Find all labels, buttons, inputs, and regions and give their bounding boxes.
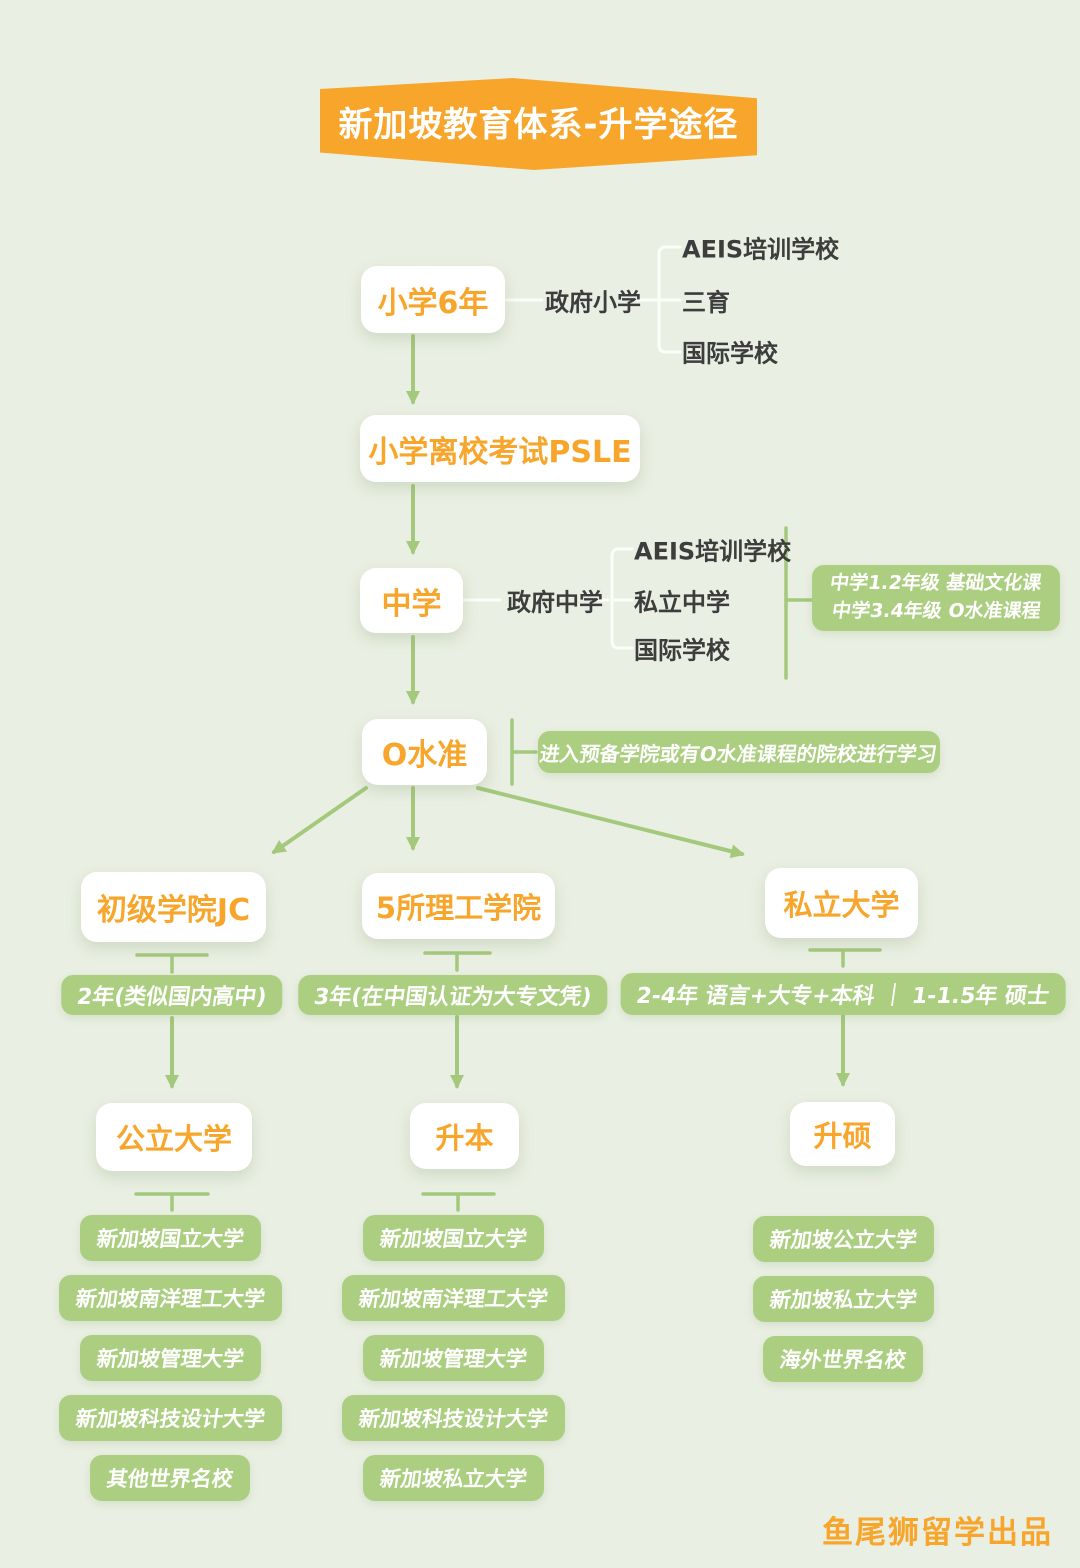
school-pill: 新加坡私立大学 (362, 1455, 544, 1501)
secondary-bracket (461, 547, 634, 650)
olevel-fanout-arrows (271, 786, 745, 859)
o-level-note: 进入预备学院或有O水准课程的院校进行学习 (538, 731, 940, 773)
o-level-note-text: 进入预备学院或有O水准课程的院校进行学习 (538, 741, 939, 766)
brand-credit: 鱼尾狮留学出品 (822, 1515, 1053, 1551)
page-title: 新加坡教育体系-升学途径 (320, 78, 757, 170)
secondary-option-aeis: AEIS培训学校 (634, 537, 792, 566)
duration-to-next-arrows (165, 1013, 850, 1089)
node-secondary-school: 中学 (360, 568, 463, 633)
node-junior-college: 初级学院JC (81, 872, 266, 942)
secondary-grades-note: 中学1.2年级 基础文化课 中学3.4年级 O水准课程 (812, 565, 1060, 631)
branch-tee-connectors (135, 948, 882, 974)
node-primary-school: 小学6年 (361, 266, 505, 333)
secondary-option-private: 私立中学 (634, 588, 730, 617)
school-pill: 新加坡南洋理工大学 (341, 1275, 565, 1321)
school-pill: 新加坡管理大学 (362, 1335, 544, 1381)
note-line-2: 中学3.4年级 O水准课程 (830, 600, 1042, 622)
node-private-university: 私立大学 (765, 868, 918, 938)
jc-duration-text: 2年(类似国内高中) (75, 985, 269, 1010)
poly-duration-note: 3年(在中国认证为大专文凭) (298, 975, 608, 1015)
school-pill: 新加坡科技设计大学 (58, 1395, 282, 1441)
school-pill: 新加坡南洋理工大学 (58, 1275, 282, 1321)
primary-option-aeis: AEIS培训学校 (682, 235, 840, 264)
next-tee-connectors (134, 1192, 496, 1212)
private-uni-duration-note: 2-4年 语言+大专+本科 ｜ 1-1.5年 硕士 (620, 973, 1066, 1015)
note-line-1: 中学1.2年级 基础文化课 (828, 572, 1044, 595)
primary-option-sanyu: 三育 (682, 288, 730, 317)
secondary-note-connector (784, 526, 814, 680)
label-government-secondary: 政府中学 (507, 588, 603, 617)
poly-duration-text: 3年(在中国认证为大专文凭) (312, 985, 594, 1010)
secondary-option-international: 国际学校 (634, 636, 730, 665)
primary-option-international: 国际学校 (682, 339, 778, 368)
node-bachelor-upgrade: 升本 (410, 1103, 519, 1169)
olevel-note-connector (510, 718, 538, 786)
label-government-primary: 政府小学 (545, 288, 641, 317)
school-pill: 新加坡管理大学 (79, 1335, 261, 1381)
private-uni-duration-text: 2-4年 语言+大专+本科 ｜ 1-1.5年 硕士 (634, 984, 1051, 1009)
school-pill: 新加坡公立大学 (752, 1216, 934, 1262)
school-pill: 新加坡国立大学 (362, 1215, 544, 1261)
poly-school-list: 新加坡国立大学 新加坡南洋理工大学 新加坡管理大学 新加坡科技设计大学 新加坡私… (303, 1215, 603, 1501)
school-pill: 新加坡科技设计大学 (341, 1395, 565, 1441)
jc-school-list: 新加坡国立大学 新加坡南洋理工大学 新加坡管理大学 新加坡科技设计大学 其他世界… (20, 1215, 320, 1501)
primary-bracket (503, 245, 682, 354)
node-o-level: O水准 (362, 719, 487, 785)
node-master-upgrade: 升硕 (790, 1102, 895, 1166)
node-polytechnics: 5所理工学院 (362, 873, 555, 939)
school-pill: 新加坡私立大学 (752, 1276, 934, 1322)
jc-duration-note: 2年(类似国内高中) (61, 975, 283, 1015)
school-pill: 其他世界名校 (90, 1455, 250, 1501)
node-psle-exam: 小学离校考试PSLE (360, 415, 640, 482)
node-public-university: 公立大学 (96, 1103, 252, 1171)
school-pill: 新加坡国立大学 (79, 1215, 261, 1261)
school-pill: 海外世界名校 (763, 1336, 923, 1382)
master-school-list: 新加坡公立大学 新加坡私立大学 海外世界名校 (693, 1216, 993, 1382)
